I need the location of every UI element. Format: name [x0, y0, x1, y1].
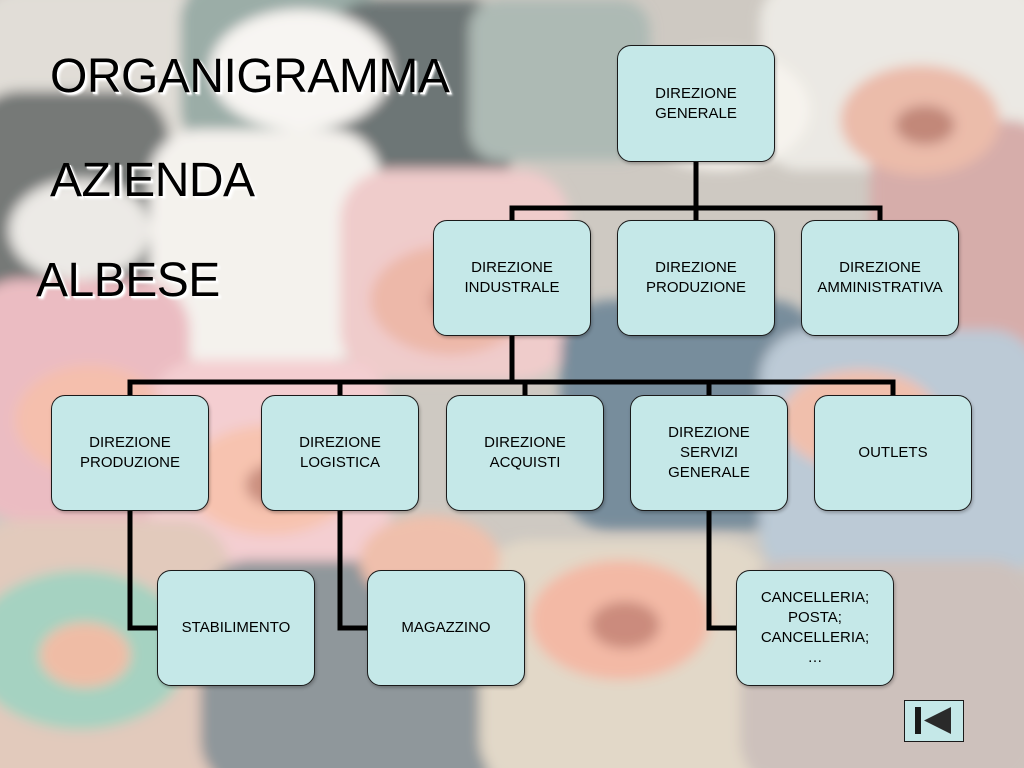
- node-label: STABILIMENTO: [181, 619, 291, 636]
- node-label: DIREZIONE PRODUZIONE: [645, 259, 746, 296]
- node-label: DIREZIONE INDUSTRALE: [464, 259, 560, 296]
- title-line-3: ALBESE: [36, 254, 220, 307]
- node-label: CANCELLERIA; POSTA; CANCELLERIA; …: [760, 589, 870, 666]
- title-line-1: ORGANIGRAMMA: [50, 50, 450, 103]
- node-direzione-produzione-l3: DIREZIONE PRODUZIONE: [51, 395, 209, 511]
- node-label: DIREZIONE AMMINISTRATIVA: [817, 259, 943, 296]
- node-direzione-produzione-l2: DIREZIONE PRODUZIONE: [617, 220, 775, 336]
- node-cancelleria-posta: CANCELLERIA; POSTA; CANCELLERIA; …: [736, 570, 894, 686]
- node-outlets: OUTLETS: [814, 395, 972, 511]
- node-stabilimento: STABILIMENTO: [157, 570, 315, 686]
- node-direzione-industrale: DIREZIONE INDUSTRALE: [433, 220, 591, 336]
- skip-to-first-icon: [915, 707, 951, 734]
- node-label: MAGAZZINO: [401, 619, 491, 636]
- node-label: DIREZIONE PRODUZIONE: [79, 434, 180, 471]
- node-label: DIREZIONE ACQUISTI: [484, 434, 566, 471]
- node-direzione-amministrativa: DIREZIONE AMMINISTRATIVA: [801, 220, 959, 336]
- node-magazzino: MAGAZZINO: [367, 570, 525, 686]
- node-label: DIREZIONE SERVIZI GENERALE: [668, 424, 750, 481]
- first-slide-button[interactable]: [904, 700, 964, 742]
- node-label: DIREZIONE LOGISTICA: [299, 434, 381, 471]
- node-direzione-acquisti: DIREZIONE ACQUISTI: [446, 395, 604, 511]
- node-direzione-generale: DIREZIONE GENERALE: [617, 45, 775, 162]
- node-direzione-servizi-generale: DIREZIONE SERVIZI GENERALE: [630, 395, 788, 511]
- node-label: DIREZIONE GENERALE: [655, 84, 737, 122]
- node-direzione-logistica: DIREZIONE LOGISTICA: [261, 395, 419, 511]
- node-label: OUTLETS: [858, 444, 928, 461]
- title-line-2: AZIENDA: [50, 154, 255, 207]
